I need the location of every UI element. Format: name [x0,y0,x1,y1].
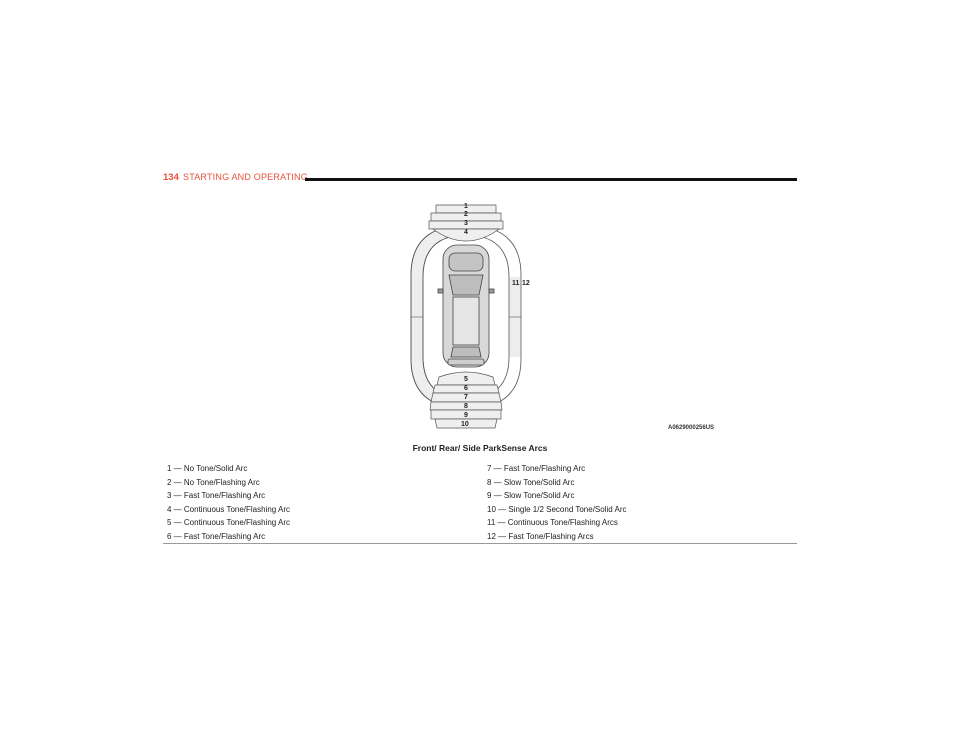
legend-row: 1 — No Tone/Solid Arc 7 — Fast Tone/Flas… [163,462,797,476]
left-side-arcs [410,224,464,410]
parksense-diagram: 1 2 3 4 5 6 7 8 9 10 11 12 [410,203,530,429]
legend-item-8: 8 — Slow Tone/Solid Arc [487,477,575,487]
section-title: STARTING AND OPERATING [183,172,308,182]
zone-label-8: 8 [464,403,468,410]
legend-item-1: 1 — No Tone/Solid Arc [167,464,248,473]
zone-label-10: 10 [461,421,469,428]
zone-label-5: 5 [464,376,468,383]
zone-label-9: 9 [464,412,468,419]
zone-label-6: 6 [464,385,468,392]
zone-label-2: 2 [464,211,468,218]
legend-row: 6 — Fast Tone/Flashing Arc 12 — Fast Ton… [163,530,797,544]
zone-label-12: 12 [522,280,530,287]
zone-label-3: 3 [464,220,468,227]
zone-label-4: 4 [464,229,468,236]
legend-row: 5 — Continuous Tone/Flashing Arc 11 — Co… [163,516,797,530]
legend-row: 2 — No Tone/Flashing Arc 8 — Slow Tone/S… [163,476,797,490]
header-rule [305,178,797,181]
front-arcs [428,204,504,242]
zone-label-7: 7 [464,394,468,401]
zone-label-11: 11 [512,280,520,287]
legend-item-4: 4 — Continuous Tone/Flashing Arc [167,504,291,514]
legend-item-2: 2 — No Tone/Flashing Arc [167,477,260,487]
page-header: 134 STARTING AND OPERATING [163,172,797,188]
figure-code: A0629000256US [668,425,715,431]
legend-item-6: 6 — Fast Tone/Flashing Arc [167,531,266,541]
legend-row: 4 — Continuous Tone/Flashing Arc 10 — Si… [163,503,797,517]
legend-item-5: 5 — Continuous Tone/Flashing Arc [167,518,291,527]
page-number: 134 [163,172,179,183]
legend-item-7: 7 — Fast Tone/Flashing Arc [487,464,586,473]
legend-item-12: 12 — Fast Tone/Flashing Arcs [487,531,594,541]
figure-caption: Front/ Rear/ Side ParkSense Arcs [412,443,548,453]
parksense-figure: 1 2 3 4 5 6 7 8 9 10 11 12 A0629000256US [403,197,733,435]
legend-row: 3 — Fast Tone/Flashing Arc 9 — Slow Tone… [163,489,797,503]
legend-item-11: 11 — Continuous Tone/Flashing Arcs [487,518,618,527]
right-side-arcs [468,224,522,410]
vehicle-top-view [437,244,495,368]
legend-item-3: 3 — Fast Tone/Flashing Arc [167,491,266,500]
legend-item-9: 9 — Slow Tone/Solid Arc [487,491,575,500]
legend-item-10: 10 — Single 1/2 Second Tone/Solid Arc [487,504,627,514]
legend-table: 1 — No Tone/Solid Arc 7 — Fast Tone/Flas… [163,462,797,544]
zone-label-1: 1 [464,203,468,210]
rear-arcs [429,371,503,429]
